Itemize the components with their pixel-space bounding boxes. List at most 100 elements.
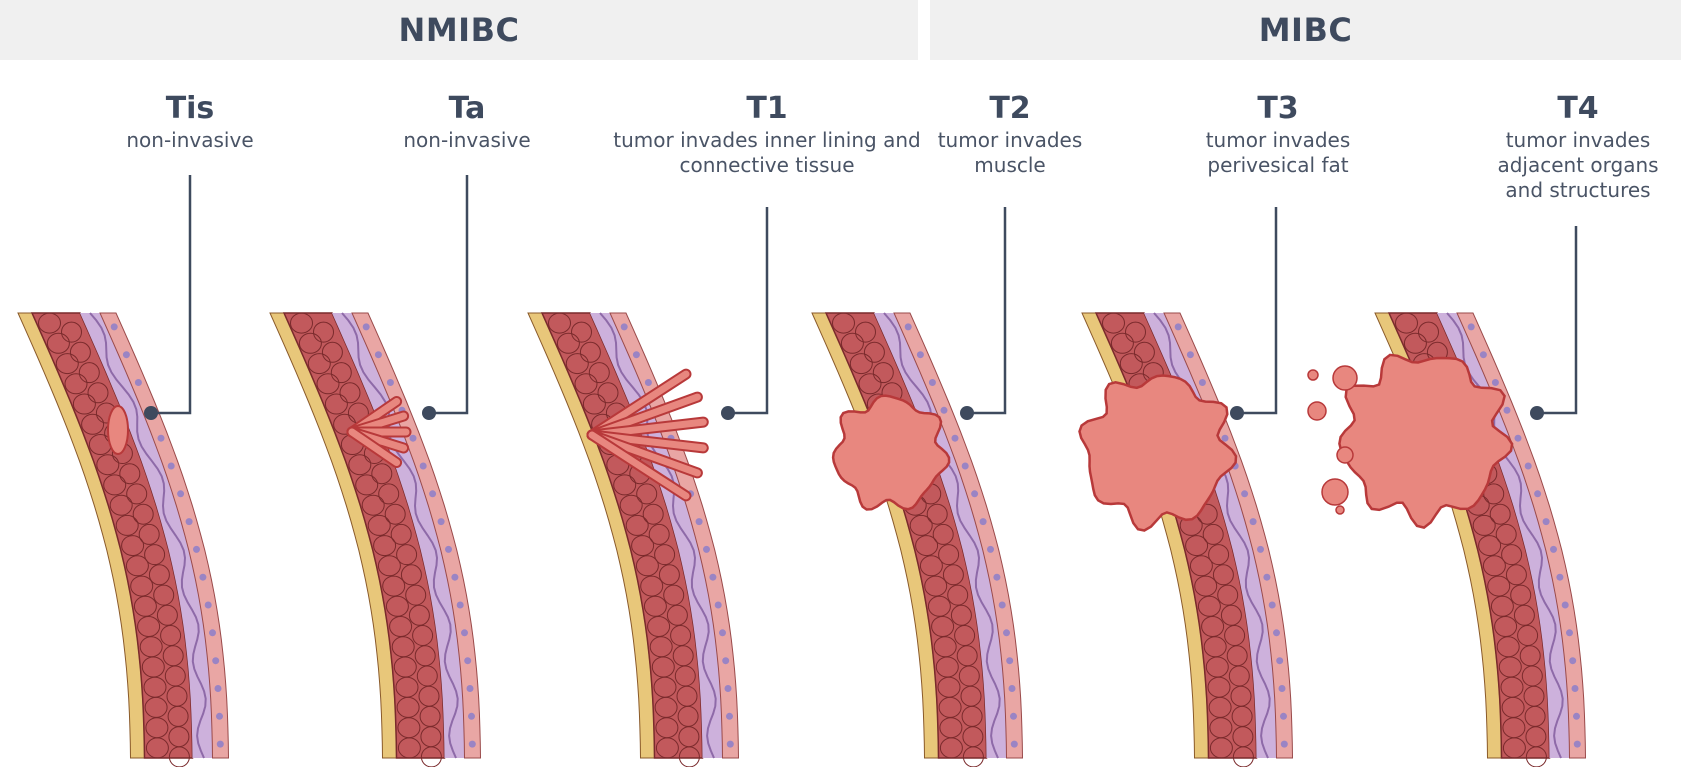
urothelial-cell-nucleus <box>1009 685 1016 692</box>
tumor-tis <box>108 406 128 454</box>
urothelial-cell-nucleus <box>1222 435 1229 442</box>
leader-dot-tis <box>144 406 158 420</box>
leader-line-t3 <box>1237 207 1276 413</box>
urothelial-cell-nucleus <box>1006 657 1013 664</box>
tumor-t4-fragment <box>1308 402 1326 420</box>
urothelial-cell-nucleus <box>1543 518 1550 525</box>
urothelial-cell-nucleus <box>917 351 924 358</box>
tumor-t4-fragment <box>1336 506 1344 514</box>
urothelial-cell-nucleus <box>1480 351 1487 358</box>
urothelial-cell-nucleus <box>715 602 722 609</box>
urothelial-cell-nucleus <box>445 546 452 553</box>
urothelial-cell-nucleus <box>703 546 710 553</box>
urothelial-cell-nucleus <box>633 351 640 358</box>
urothelial-cell-nucleus <box>158 435 165 442</box>
urothelial-cell-nucleus <box>719 629 726 636</box>
leader-line-t1 <box>728 207 767 413</box>
urothelial-cell-nucleus <box>725 685 732 692</box>
urothelial-cell-nucleus <box>1276 657 1283 664</box>
urothelial-cell-nucleus <box>993 574 1000 581</box>
urothelial-cell-nucleus <box>193 546 200 553</box>
urothelial-cell-nucleus <box>205 602 212 609</box>
urothelial-cell-nucleus <box>1534 490 1541 497</box>
wall-tis <box>18 313 229 767</box>
urothelial-cell-nucleus <box>212 657 219 664</box>
leader-dot-t2 <box>960 406 974 420</box>
urothelial-cell-nucleus <box>1175 323 1182 330</box>
urothelial-cell-nucleus <box>429 490 436 497</box>
urothelial-cell-nucleus <box>177 490 184 497</box>
urothelial-cell-nucleus <box>199 574 206 581</box>
urothelial-cell-nucleus <box>1187 351 1194 358</box>
urothelial-cell-nucleus <box>1011 741 1018 748</box>
urothelial-cell-nucleus <box>1273 629 1280 636</box>
urothelial-cell-nucleus <box>1556 574 1563 581</box>
urothelial-cell-nucleus <box>111 323 118 330</box>
urothelial-cell-nucleus <box>987 546 994 553</box>
urothelial-cell-nucleus <box>971 490 978 497</box>
urothelial-cell-nucleus <box>727 741 734 748</box>
urothelial-cell-nucleus <box>209 629 216 636</box>
leader-dot-t3 <box>1230 406 1244 420</box>
urothelial-cell-nucleus <box>1492 379 1499 386</box>
urothelial-cell-nucleus <box>941 407 948 414</box>
urothelial-cell-nucleus <box>420 463 427 470</box>
urothelial-cell-nucleus <box>905 323 912 330</box>
tumor-t4-fragment <box>1333 366 1357 390</box>
leader-line-t2 <box>967 207 1005 413</box>
tumor-t4-fragment <box>1308 370 1318 380</box>
urothelial-cell-nucleus <box>1003 629 1010 636</box>
wall-ta <box>270 313 481 767</box>
urothelial-cell-nucleus <box>1525 463 1532 470</box>
urothelial-cell-nucleus <box>696 518 703 525</box>
urothelial-cell-nucleus <box>1010 713 1017 720</box>
leader-dot-t1 <box>721 406 735 420</box>
urothelial-cell-nucleus <box>999 602 1006 609</box>
urothelial-cell-nucleus <box>1250 518 1257 525</box>
urothelial-cell-nucleus <box>1574 741 1581 748</box>
urothelial-cell-nucleus <box>1468 323 1475 330</box>
urothelial-cell-nucleus <box>1280 713 1287 720</box>
urothelial-cell-nucleus <box>135 379 142 386</box>
urothelial-cell-nucleus <box>451 574 458 581</box>
urothelial-cell-nucleus <box>952 435 959 442</box>
urothelial-cell-nucleus <box>438 518 445 525</box>
urothelial-cell-nucleus <box>1199 379 1206 386</box>
urothelial-cell-nucleus <box>1263 574 1270 581</box>
wall-t1 <box>528 313 739 767</box>
leader-line-tis <box>151 175 190 413</box>
urothelial-cell-nucleus <box>722 657 729 664</box>
urothelial-cell-nucleus <box>387 379 394 386</box>
urothelial-cell-nucleus <box>929 379 936 386</box>
tumor-t4-fragment <box>1337 447 1353 463</box>
urothelial-cell-nucleus <box>1572 685 1579 692</box>
urothelial-cell-nucleus <box>621 323 628 330</box>
urothelial-cell-nucleus <box>186 518 193 525</box>
urothelial-cell-nucleus <box>1562 602 1569 609</box>
urothelial-cell-nucleus <box>1504 407 1511 414</box>
urothelial-cell-nucleus <box>1279 685 1286 692</box>
urothelial-cell-nucleus <box>468 713 475 720</box>
urothelial-cell-nucleus <box>123 351 130 358</box>
urothelial-cell-nucleus <box>1257 546 1264 553</box>
urothelial-cell-nucleus <box>1569 657 1576 664</box>
wall-t3 <box>1082 313 1293 767</box>
urothelial-cell-nucleus <box>980 518 987 525</box>
leader-line-ta <box>429 175 467 413</box>
leader-line-t4 <box>1537 226 1576 413</box>
urothelial-cell-nucleus <box>726 713 733 720</box>
urothelial-cell-nucleus <box>1573 713 1580 720</box>
urothelial-cell-nucleus <box>375 351 382 358</box>
leader-dot-ta <box>422 406 436 420</box>
urothelial-cell-nucleus <box>467 685 474 692</box>
urothelial-cell-nucleus <box>962 463 969 470</box>
urothelial-cell-nucleus <box>469 741 476 748</box>
urothelial-cell-nucleus <box>457 602 464 609</box>
urothelial-cell-nucleus <box>215 685 222 692</box>
urothelial-cell-nucleus <box>709 574 716 581</box>
urothelial-cell-nucleus <box>217 741 224 748</box>
leader-dot-t4 <box>1530 406 1544 420</box>
urothelial-cell-nucleus <box>216 713 223 720</box>
urothelial-cell-nucleus <box>1281 741 1288 748</box>
